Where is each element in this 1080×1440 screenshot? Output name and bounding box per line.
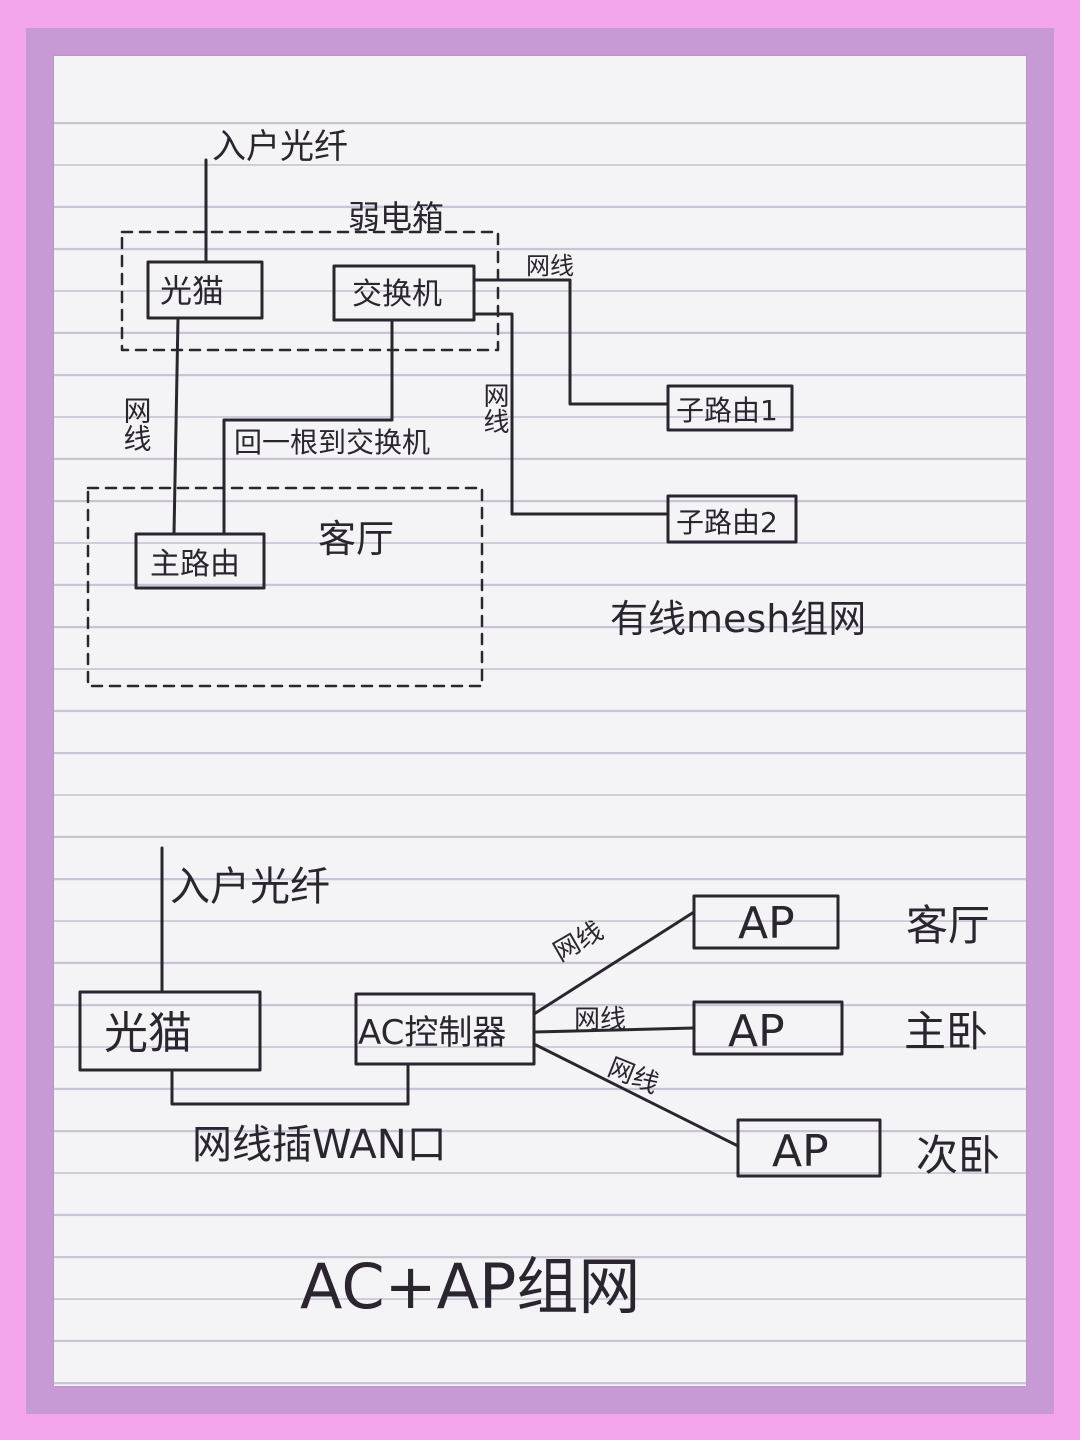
ac-cable-label-2: 网线 (574, 1005, 626, 1035)
controller-box (354, 992, 536, 1066)
acap-modem-label: 光猫 (104, 1008, 192, 1059)
weak-box-outline (120, 230, 500, 352)
acap-title: AC+AP组网 (300, 1250, 640, 1323)
ac-ap1-line (532, 910, 696, 1016)
mesh-modem-router-line (172, 316, 180, 536)
mesh-switch-sub1-line (472, 278, 670, 406)
mesh-cable-label-1: 网线 (526, 252, 574, 280)
mesh-switch-label: 交换机 (352, 277, 442, 312)
ac-cable-label-1: 网线 (549, 916, 609, 968)
mesh-title: 有线mesh组网 (610, 597, 866, 641)
mesh-modem-box (146, 260, 264, 320)
acap-modem-box (78, 990, 262, 1072)
room-3-label: 次卧 (916, 1131, 1000, 1180)
room-2-label: 主卧 (904, 1007, 988, 1056)
ap-1-box (692, 894, 840, 950)
lined-paper (54, 56, 1026, 1386)
sub-router-2-label: 子路由2 (676, 506, 778, 539)
weak-box-label: 弱电箱 (348, 198, 444, 236)
sub-router-2-box (666, 494, 798, 544)
ap-3-label: AP (772, 1126, 829, 1177)
mesh-switch-sub2-line (472, 312, 670, 516)
mesh-cable-label-3: 网线 (479, 382, 509, 434)
mesh-modem-label: 光猫 (160, 272, 224, 310)
mesh-cable-label-2: 网线 (120, 396, 153, 452)
main-router-label: 主路由 (150, 547, 240, 582)
mesh-return-line (222, 318, 394, 536)
ac-ap2-line (532, 1026, 696, 1034)
mesh-switch-box (332, 264, 476, 322)
living-room-outline (86, 486, 484, 688)
wan-label: 网线插WAN口 (192, 1122, 447, 1168)
acap-fiber-label: 入户光纤 (170, 864, 330, 910)
sub-router-1-label: 子路由1 (676, 394, 778, 427)
mesh-fiber-label: 入户光纤 (212, 127, 348, 167)
main-router-box (134, 532, 266, 590)
ap-3-box (736, 1118, 882, 1178)
ap-2-box (692, 1000, 844, 1056)
sub-router-1-box (666, 384, 794, 432)
controller-label: AC控制器 (358, 1013, 506, 1053)
room-1-label: 客厅 (906, 901, 990, 950)
ap-2-label: AP (728, 1006, 785, 1057)
ap-1-label: AP (738, 898, 795, 949)
acap-wan-line (170, 1062, 410, 1106)
ac-ap3-line (532, 1042, 740, 1148)
living-room-label: 客厅 (318, 517, 394, 561)
return-label: 回一根到交换机 (234, 426, 430, 459)
